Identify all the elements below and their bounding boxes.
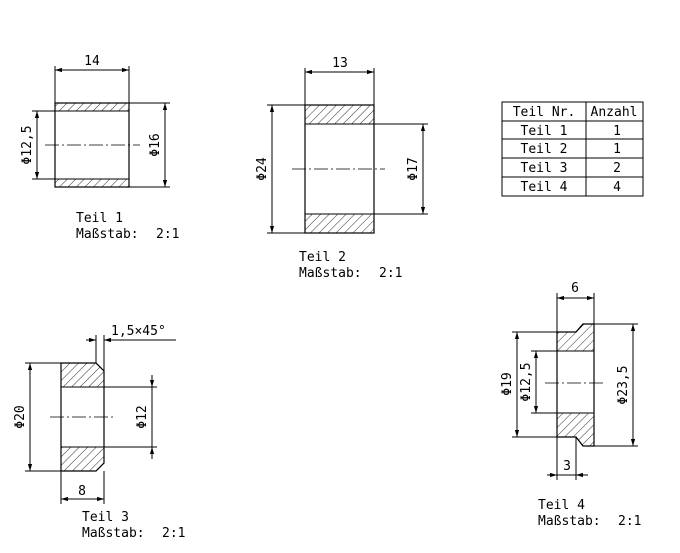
part-2-wall-top [304,104,375,125]
part-4-outer-dia-dim: Φ23,5 [616,365,631,404]
part-1-title: Teil 1 [76,211,123,226]
part-4-inner-dia-dim: Φ12,5 [519,362,534,401]
part-4-collar-dia-dim: Φ19 [500,372,515,395]
part-3-wall-bottom [60,446,105,472]
part-2-length-dim: 13 [332,56,348,71]
table-cell-part: Teil 4 [521,180,568,195]
table-cell-qty: 2 [613,161,621,176]
part-3-scale: 2:1 [162,526,185,541]
part-4-drawing: 6 Φ19 Φ12,5 Φ23,5 3 Teil 4 Maßstab: 2:1 [500,281,641,529]
part-2-inner-dia-dim: Φ17 [406,157,421,180]
table-cell-qty: 1 [613,142,621,157]
part-1-scale-label: Maßstab: [76,227,139,242]
part-3-title: Teil 3 [82,510,129,525]
part-3-scale-label: Maßstab: [82,526,145,541]
part-2-scale-label: Maßstab: [299,266,362,281]
part-3-wall-top [60,362,105,388]
part-4-scale: 2:1 [618,514,641,529]
part-1-wall-bottom [54,178,130,188]
part-3-length-dim: 8 [78,484,86,499]
part-3-drawing: 1,5×45° Φ20 Φ12 8 Teil 3 Maßstab: 2:1 [13,324,185,541]
part-1-wall-top [54,102,130,112]
part-3-outer-dia-dim: Φ20 [13,405,28,428]
part-4-collar-length-dim: 3 [563,459,571,474]
table-header-quantity: Anzahl [591,105,638,120]
table-cell-qty: 1 [613,124,621,139]
part-1-length-dim: 14 [84,54,100,69]
part-2-scale: 2:1 [379,266,402,281]
part-3-inner-dia-dim: Φ12 [135,405,150,428]
part-4-length-dim: 6 [571,281,579,296]
part-1-outer-dia-dim: Φ16 [148,133,163,156]
part-4-title: Teil 4 [538,498,585,513]
part-1-scale: 2:1 [156,227,179,242]
table-cell-qty: 4 [613,180,621,195]
part-1-inner-dia-dim: Φ12,5 [20,125,35,164]
part-4-scale-label: Maßstab: [538,514,601,529]
part-3-chamfer-dim: 1,5×45° [111,324,166,339]
part-2-drawing: 13 Φ24 Φ17 Teil 2 Maßstab: 2:1 [255,56,428,281]
part-4-wall-top [556,323,595,352]
table-cell-part: Teil 3 [521,161,568,176]
part-2-title: Teil 2 [299,250,346,265]
table-cell-part: Teil 2 [521,142,568,157]
table-cell-part: Teil 1 [521,124,568,139]
table-header-part-no: Teil Nr. [513,105,576,120]
part-2-outer-dia-dim: Φ24 [255,157,270,181]
parts-table: Teil Nr. Anzahl Teil 1 1 Teil 2 1 Teil 3… [501,101,644,197]
part-1-drawing: 14 Φ12,5 Φ16 Teil 1 Maßstab: 2:1 [20,54,179,242]
part-2-wall-bottom [304,213,375,234]
